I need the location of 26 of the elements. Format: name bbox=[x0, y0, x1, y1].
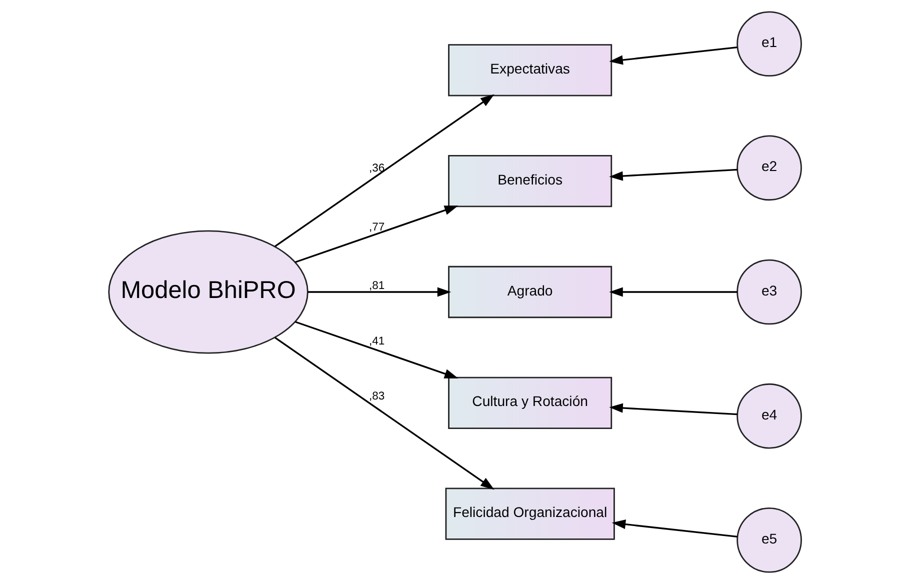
arrow bbox=[294, 321, 458, 378]
node-circle: e2 bbox=[736, 135, 802, 201]
node-circle: e4 bbox=[736, 383, 802, 449]
edge-label: ,81 bbox=[368, 280, 384, 292]
arrow bbox=[294, 206, 458, 263]
edge-label: ,41 bbox=[368, 335, 384, 348]
node-box: Felicidad Organizacional bbox=[444, 488, 614, 540]
node-box: Expectativas bbox=[448, 44, 612, 96]
arrow bbox=[611, 520, 737, 538]
node-circle: e5 bbox=[736, 507, 802, 573]
node-box: Agrado bbox=[448, 266, 612, 318]
edge-label: ,77 bbox=[368, 222, 384, 234]
arrow bbox=[307, 287, 451, 297]
arrow bbox=[608, 403, 737, 416]
edge-label: ,83 bbox=[368, 390, 384, 403]
arrow bbox=[608, 287, 737, 297]
node-circle: e1 bbox=[736, 11, 802, 77]
node-box: Cultura y Rotación bbox=[448, 376, 612, 429]
arrow bbox=[274, 94, 494, 247]
node-circle: e3 bbox=[736, 259, 802, 325]
arrow bbox=[274, 337, 494, 490]
arrow bbox=[608, 168, 737, 181]
node-box: Beneficios bbox=[448, 155, 612, 208]
edge-label: ,36 bbox=[368, 162, 384, 174]
node-ellipse: Modelo BhiPRO bbox=[108, 230, 308, 354]
arrow bbox=[608, 46, 737, 65]
